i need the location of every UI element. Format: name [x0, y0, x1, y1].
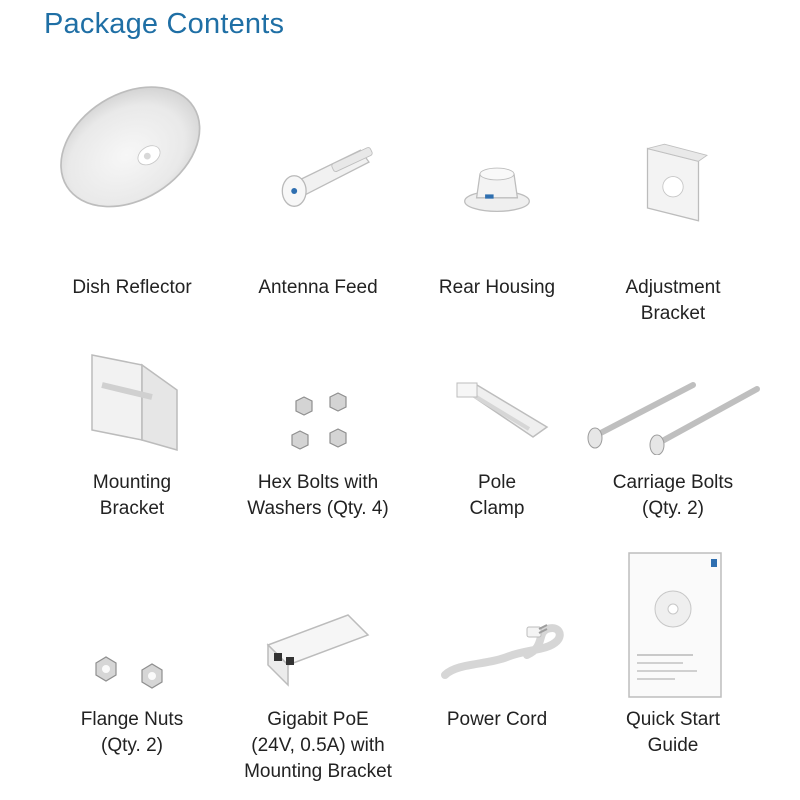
power-cord-illustration — [397, 545, 597, 705]
item-antenna-feed: Antenna Feed — [218, 55, 418, 305]
item-label: Gigabit PoE (24V, 0.5A) with Mounting Br… — [244, 709, 392, 782]
item-flange-nuts: Flange Nuts (Qty. 2) — [32, 545, 232, 775]
item-hex-bolts: Hex Bolts with Washers (Qty. 4) — [218, 345, 418, 525]
page-title: Package Contents — [44, 8, 285, 40]
dish-reflector-illustration — [32, 55, 232, 225]
item-rear-housing: Rear Housing — [397, 55, 597, 305]
item-pole-clamp: Pole Clamp — [397, 345, 597, 525]
gigabit-poe-illustration — [218, 545, 418, 705]
item-quick-start-guide: Quick Start Guide — [573, 545, 773, 775]
mounting-bracket-illustration — [32, 345, 232, 455]
item-carriage-bolts: Carriage Bolts (Qty. 2) — [573, 345, 773, 525]
pole-clamp-illustration — [397, 345, 597, 455]
item-mounting-bracket: Mounting Bracket — [32, 345, 232, 525]
item-label: Quick Start Guide — [626, 709, 720, 756]
item-label: Dish Reflector — [72, 277, 192, 298]
item-label: Hex Bolts with Washers (Qty. 4) — [247, 472, 389, 519]
carriage-bolts-illustration — [573, 345, 773, 455]
item-adjustment-bracket: Adjustment Bracket — [573, 55, 773, 331]
item-label: Antenna Feed — [258, 277, 378, 298]
item-label: Pole Clamp — [469, 472, 525, 519]
rear-housing-illustration — [397, 55, 597, 225]
item-label: Flange Nuts (Qty. 2) — [80, 709, 184, 756]
hex-bolts-illustration — [218, 345, 418, 455]
item-label: Mounting Bracket — [92, 472, 172, 519]
item-label: Carriage Bolts (Qty. 2) — [612, 472, 734, 519]
quick-start-guide-illustration — [573, 545, 773, 705]
item-label: Power Cord — [446, 709, 548, 730]
antenna-feed-illustration — [218, 55, 418, 225]
item-dish-reflector: Dish Reflector — [32, 55, 232, 305]
item-label: Adjustment Bracket — [625, 277, 721, 324]
adjustment-bracket-illustration — [573, 55, 773, 225]
item-label: Rear Housing — [438, 277, 556, 298]
item-gigabit-poe: Gigabit PoE (24V, 0.5A) with Mounting Br… — [218, 545, 418, 800]
item-power-cord: Power Cord — [397, 545, 597, 745]
flange-nuts-illustration — [32, 545, 232, 705]
